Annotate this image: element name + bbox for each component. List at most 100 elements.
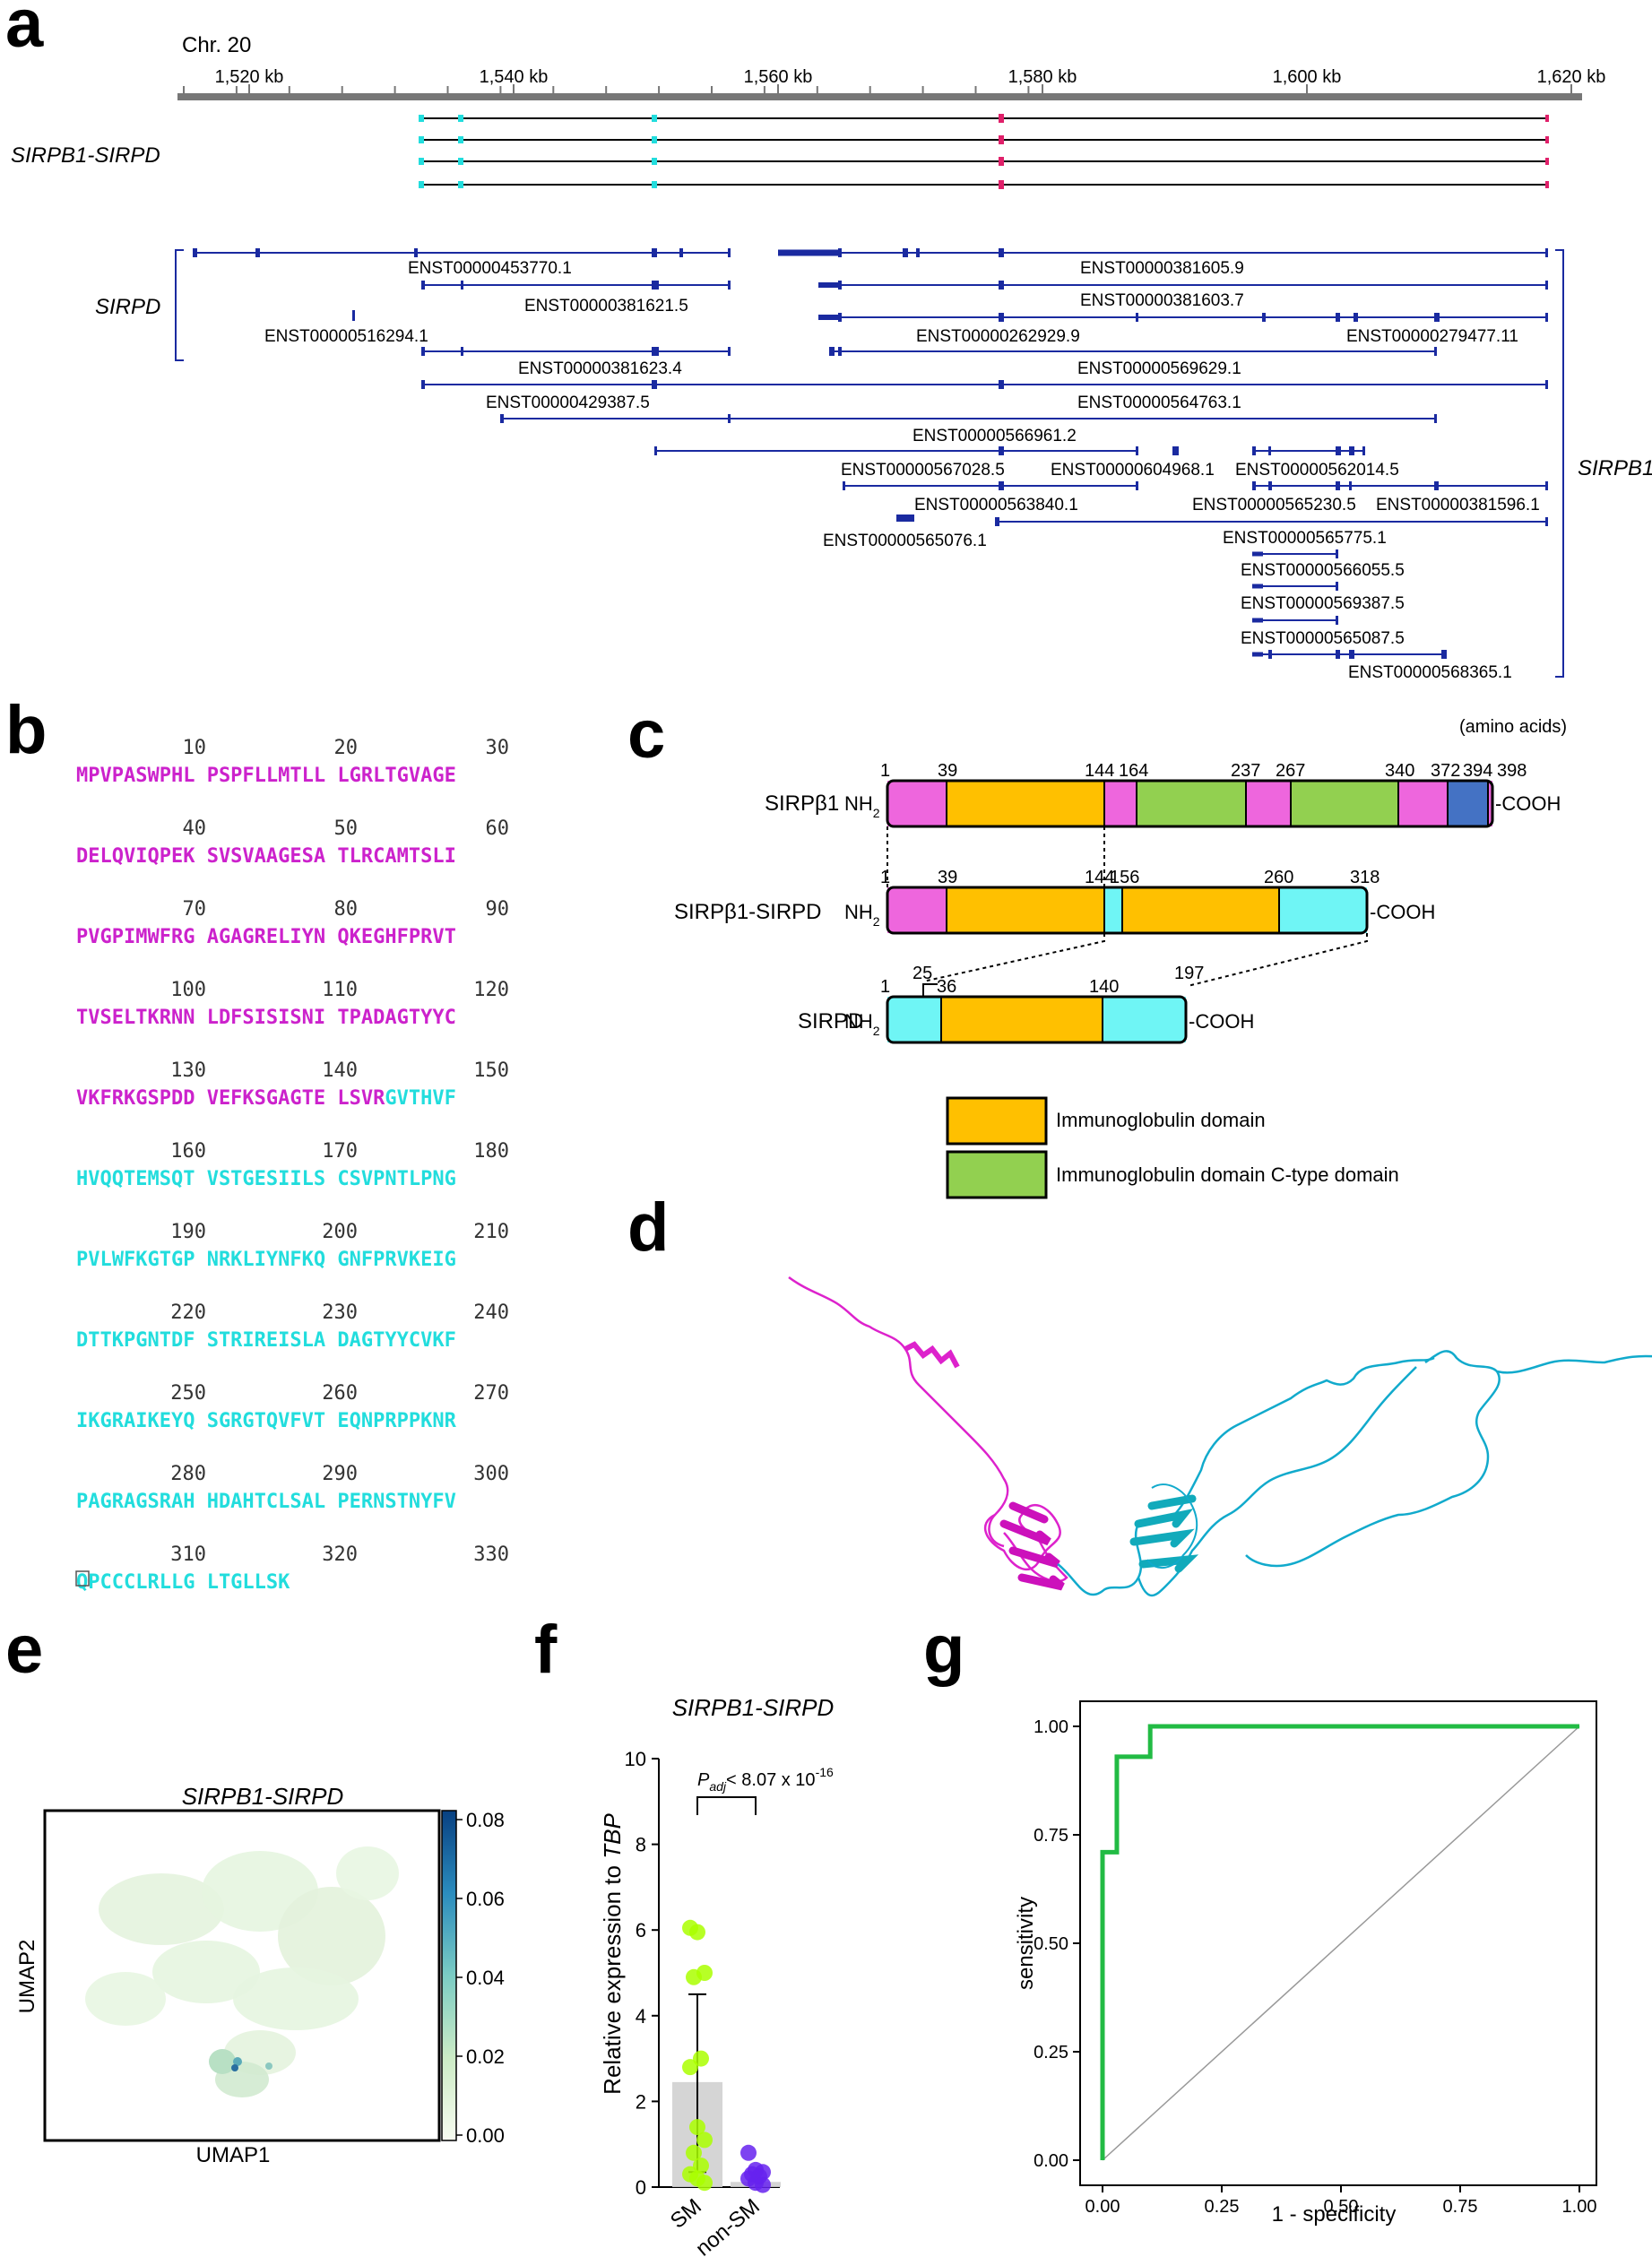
exon <box>1252 481 1256 490</box>
exon <box>1545 481 1548 490</box>
exon <box>1336 446 1341 455</box>
exon <box>829 347 835 356</box>
ruler-number: 60 <box>486 817 510 840</box>
exon <box>421 281 425 290</box>
exon <box>461 281 463 290</box>
gene-label-sirpd: SIRPD <box>95 295 160 319</box>
axis-tick-label: 1,600 kb <box>1273 67 1342 87</box>
exon <box>421 380 425 389</box>
sequence-row: DELQVIQPEK SVSVAAGESA TLRCAMTSLI <box>76 845 456 868</box>
panel-label-b: b <box>5 692 47 768</box>
x-tick-label: 0.50 <box>1324 2197 1359 2217</box>
svg-text:156: 156 <box>1110 868 1139 887</box>
axis-tick-label: 1,520 kb <box>215 67 284 87</box>
colorbar-tick-label: 0.04 <box>466 1967 505 1989</box>
transcript-label: ENST00000569387.5 <box>1241 594 1405 613</box>
transcript-label: ENST00000565230.5 <box>1192 496 1356 515</box>
positions-sirpb1: 1 39 144 164 237 267 340 372 394 398 <box>880 761 1527 781</box>
exon <box>903 248 908 257</box>
axis-tick-label: 1,620 kb <box>1537 67 1606 87</box>
exon-sirpd <box>652 158 657 165</box>
panel-e: e SIRPB1-SIRPD UMAP1 UMAP2 <box>5 1612 505 2167</box>
sequence-row: TVSELTKRNN LDFSISISNI TPADAGTYYC <box>76 1007 456 1029</box>
ruler-number: 170 <box>322 1140 358 1163</box>
svg-text:1: 1 <box>880 977 890 997</box>
exon <box>818 282 838 288</box>
exon <box>1545 380 1548 389</box>
ruler-number: 260 <box>322 1382 358 1405</box>
exon <box>652 347 659 356</box>
exon <box>778 249 841 256</box>
ruler-number: 310 <box>170 1544 206 1566</box>
axis-tick-label: 1,580 kb <box>1008 67 1077 87</box>
exon-sirpb1-end <box>1545 158 1549 165</box>
exon-sirpd <box>458 158 463 165</box>
exon <box>1362 446 1365 455</box>
protein-name-sirpb1: SIRPβ1 <box>765 791 839 816</box>
exon <box>1545 517 1548 526</box>
panel-f: f SIRPB1-SIRPD Relative expression to TB… <box>534 1612 834 2257</box>
panel-label-f: f <box>534 1612 558 1688</box>
svg-text:164: 164 <box>1119 761 1148 781</box>
exon <box>1434 347 1437 356</box>
exon-sirpb1 <box>999 114 1004 123</box>
panel-label-g: g <box>923 1612 964 1688</box>
ruler-number: 180 <box>473 1140 509 1163</box>
exon-sirpb1-end <box>1545 136 1549 143</box>
y-tick-label: 0.25 <box>1034 2043 1068 2062</box>
transcript-label: ENST00000563840.1 <box>914 496 1078 515</box>
y-tick-label: 1.00 <box>1034 1717 1068 1737</box>
transcript-label: ENST00000569629.1 <box>1077 359 1241 378</box>
legend-label-ig-c: Immunoglobulin domain C-type domain <box>1056 1163 1399 1186</box>
data-point <box>693 2050 709 2067</box>
exon <box>896 515 914 522</box>
svg-text:25: 25 <box>912 964 932 983</box>
gene-label-sirpb1: SIRPB1 <box>1578 456 1652 480</box>
exon <box>1336 549 1338 558</box>
axis-ticks <box>183 84 1572 93</box>
exon <box>652 281 659 290</box>
exon <box>461 347 463 356</box>
exon <box>1349 446 1354 455</box>
exon <box>1545 281 1548 290</box>
fusion-transcripts <box>419 114 1549 189</box>
x-tick-label: 0.75 <box>1443 2197 1478 2217</box>
svg-text:267: 267 <box>1276 761 1305 781</box>
positions-sirpd: 1 25 36 140 197 <box>880 964 1204 997</box>
exon <box>1349 481 1352 490</box>
exon <box>999 281 1004 290</box>
exon <box>352 310 355 321</box>
data-point <box>696 2175 713 2192</box>
svg-text:1: 1 <box>880 868 890 887</box>
colorbar-ticks: 0.080.060.040.020.00 <box>456 1809 505 2147</box>
fusion-gene-label: SIRPB1-SIRPD <box>11 143 160 168</box>
dashed-connectors-lower <box>922 933 1368 987</box>
svg-text:260: 260 <box>1264 868 1293 887</box>
exon <box>995 517 999 526</box>
transcript-label: ENST00000604968.1 <box>1051 461 1215 480</box>
transcript-label: ENST00000565087.5 <box>1241 629 1405 648</box>
data-point <box>755 2176 771 2193</box>
y-tick-label: 0 <box>636 2176 646 2199</box>
exon <box>838 347 842 356</box>
exon <box>652 380 657 389</box>
exon <box>1336 481 1340 490</box>
exon <box>843 481 845 490</box>
domain-legend: Immunoglobulin domain Immunoglobulin dom… <box>946 1096 1399 1199</box>
cterm-label: -COOH <box>1495 792 1561 815</box>
ruler-number: 270 <box>473 1382 509 1405</box>
exon <box>679 248 683 257</box>
panel-label-d: d <box>627 1189 669 1266</box>
transcript-label: ENST00000516294.1 <box>264 327 428 346</box>
panel-c: c (amino acids) SIRPβ1 NH2 -COOH 1 <box>627 696 1567 1199</box>
sequence-row: DTTKPGNTDF STRIREISLA DAGTYYCVKF <box>76 1329 456 1352</box>
colorbar-tick-label: 0.00 <box>466 2124 505 2147</box>
colorbar-tick-label: 0.08 <box>466 1809 505 1831</box>
y-tick-label: 0.50 <box>1034 1934 1068 1954</box>
transcript-label: ENST00000262929.9 <box>916 327 1080 346</box>
transcript-label: ENST00000568365.1 <box>1348 663 1512 682</box>
sequence-row: QPCCCLRLLG LTGLLSK <box>76 1571 290 1594</box>
